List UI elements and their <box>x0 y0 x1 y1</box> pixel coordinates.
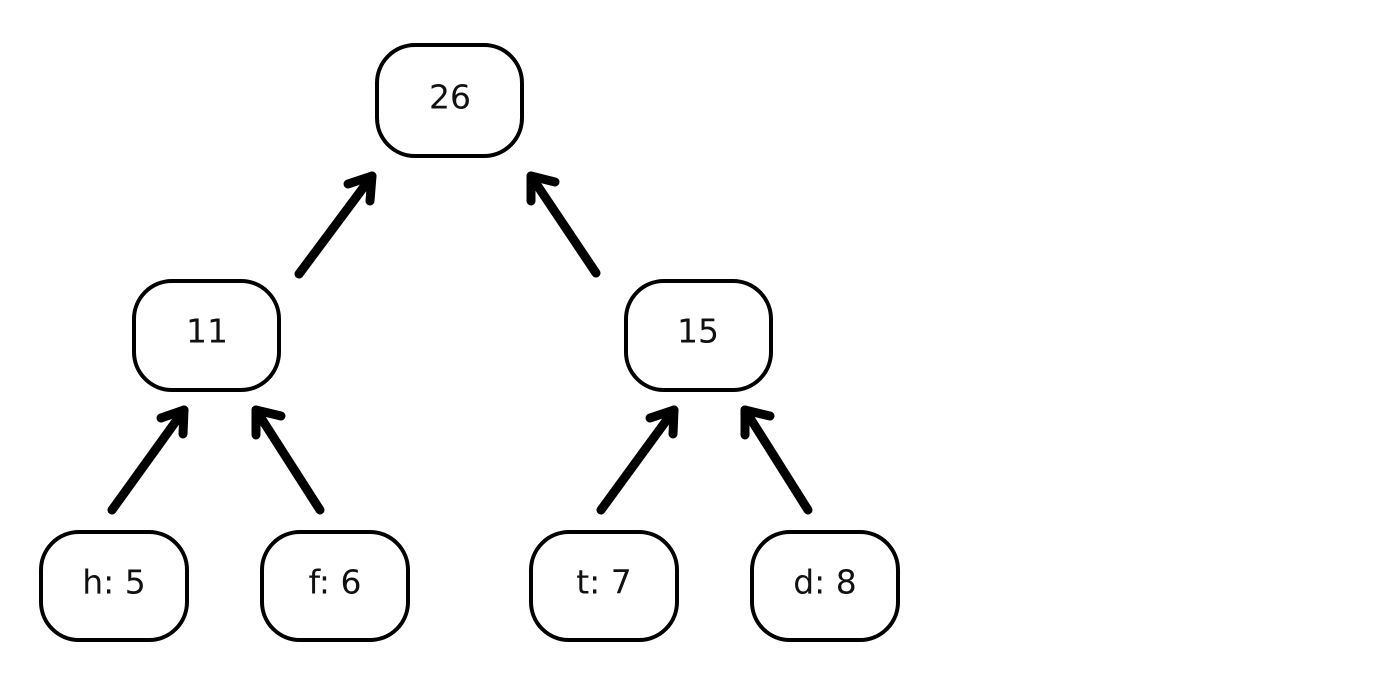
node-left-label: 11 <box>186 312 228 351</box>
node-root-label: 26 <box>429 78 471 117</box>
arrow-f-to-left <box>251 405 325 515</box>
node-leaf-t: t: 7 <box>529 530 679 642</box>
node-leaf-t-box <box>529 530 679 642</box>
node-leaf-h-box <box>39 530 189 642</box>
arrow-right-to-root <box>526 171 601 278</box>
node-left-box <box>132 279 281 392</box>
node-left: 11 <box>132 279 281 392</box>
node-right-label: 15 <box>677 312 719 351</box>
arrow-h-to-left <box>107 405 189 515</box>
node-right-box <box>624 279 773 392</box>
node-root-box <box>375 43 524 158</box>
node-leaf-d-label: d: 8 <box>793 563 857 602</box>
node-leaf-f-label: f: 6 <box>308 563 361 602</box>
node-leaf-h-label: h: 5 <box>82 563 146 602</box>
node-leaf-f-box <box>260 530 410 642</box>
node-leaf-t-label: t: 7 <box>576 563 632 602</box>
node-leaf-d: d: 8 <box>750 530 900 642</box>
node-root: 26 <box>375 43 524 158</box>
node-leaf-f: f: 6 <box>260 530 410 642</box>
arrow-d-to-right <box>740 405 813 515</box>
node-right: 15 <box>624 279 773 392</box>
node-leaf-h: h: 5 <box>39 530 189 642</box>
node-leaf-d-box <box>750 530 900 642</box>
arrow-left-to-root <box>294 171 377 279</box>
arrow-t-to-right <box>596 405 679 515</box>
